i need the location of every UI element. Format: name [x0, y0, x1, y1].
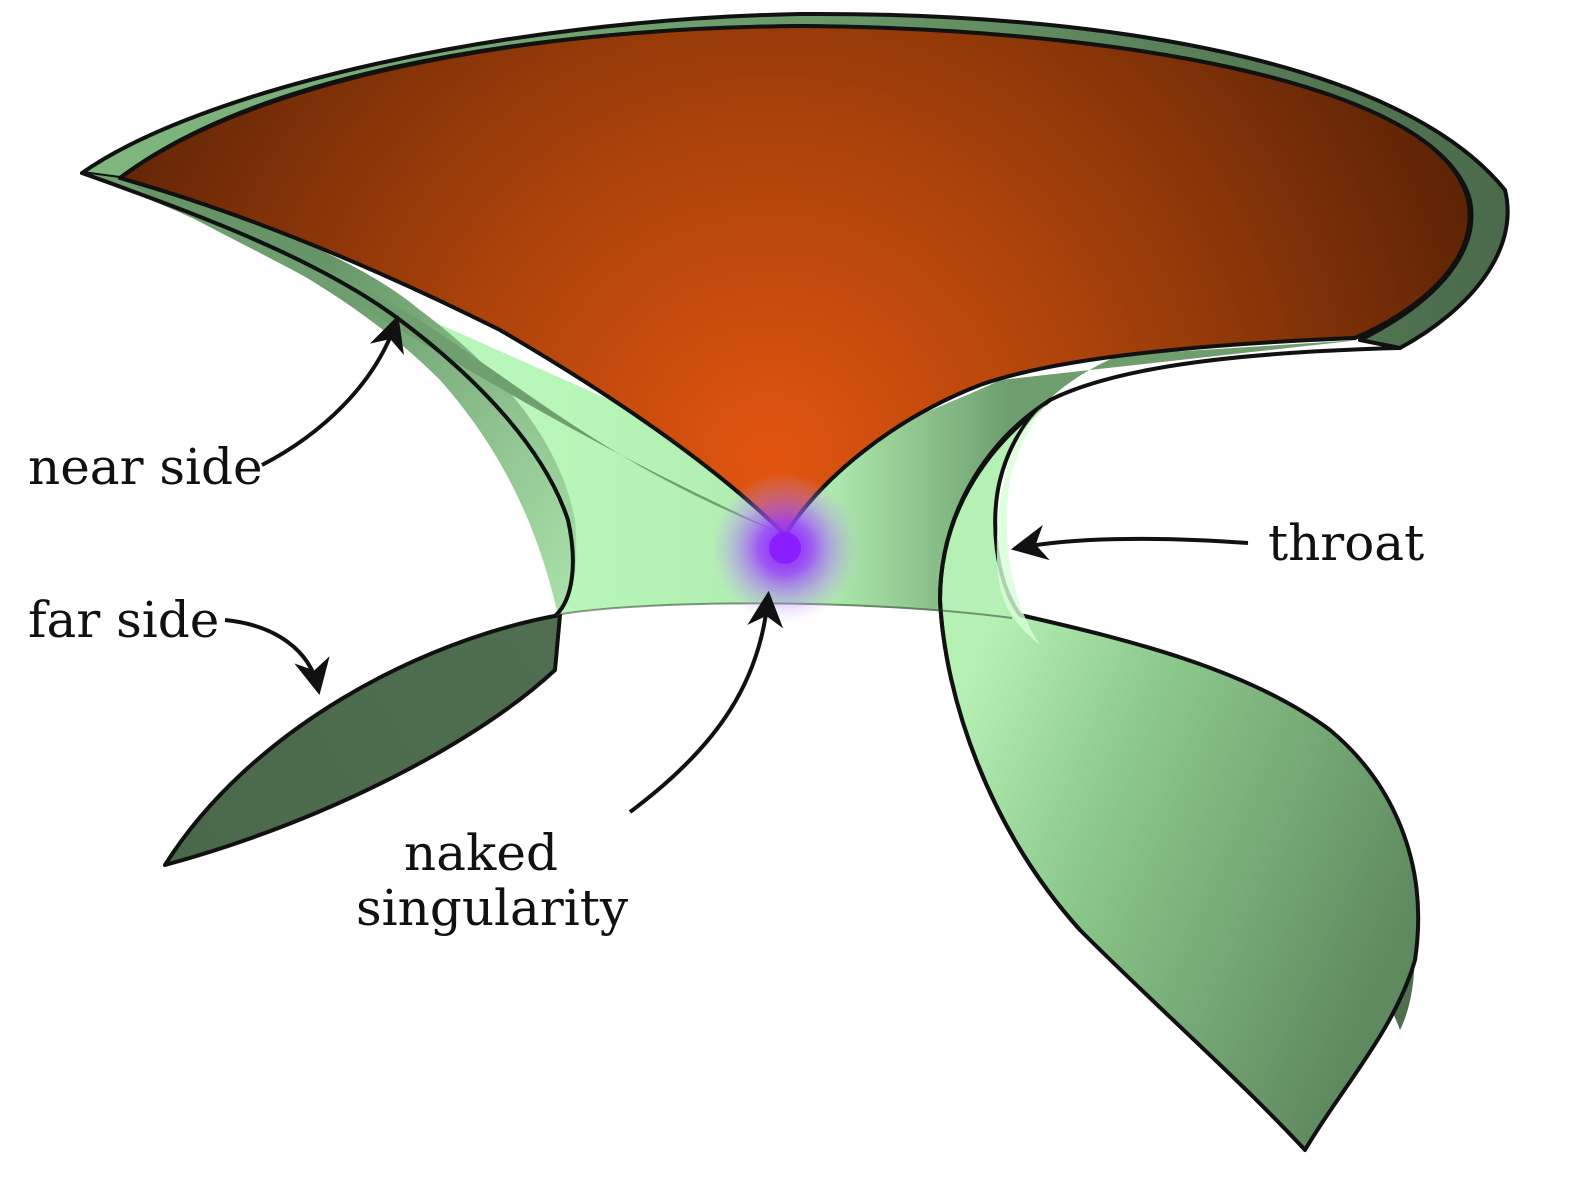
throat-curl: [996, 400, 1050, 645]
label-naked-line2: singularity: [356, 879, 629, 937]
label-far-side: far side: [28, 591, 220, 649]
throat-arrow: [1010, 524, 1249, 561]
far-side-left-sheet: [163, 613, 562, 867]
funnel-interior: [118, 24, 1472, 537]
throat-surface: [385, 300, 1360, 618]
near-side-arrow: [261, 315, 404, 467]
singularity-core: [769, 532, 801, 564]
label-naked-singularity: naked singularity: [356, 824, 629, 937]
throat-right-outline: [937, 346, 1402, 932]
right-lower-sheet-front: [938, 398, 1421, 1152]
throat-left-flank: [85, 175, 577, 615]
near-side-outline: [80, 171, 575, 617]
naked-singularity-arrow: [628, 590, 784, 814]
label-naked-line1: naked: [404, 824, 558, 882]
label-throat: throat: [1268, 514, 1425, 572]
label-near-side: near side: [28, 438, 263, 496]
far-side-arrow: [224, 618, 330, 696]
